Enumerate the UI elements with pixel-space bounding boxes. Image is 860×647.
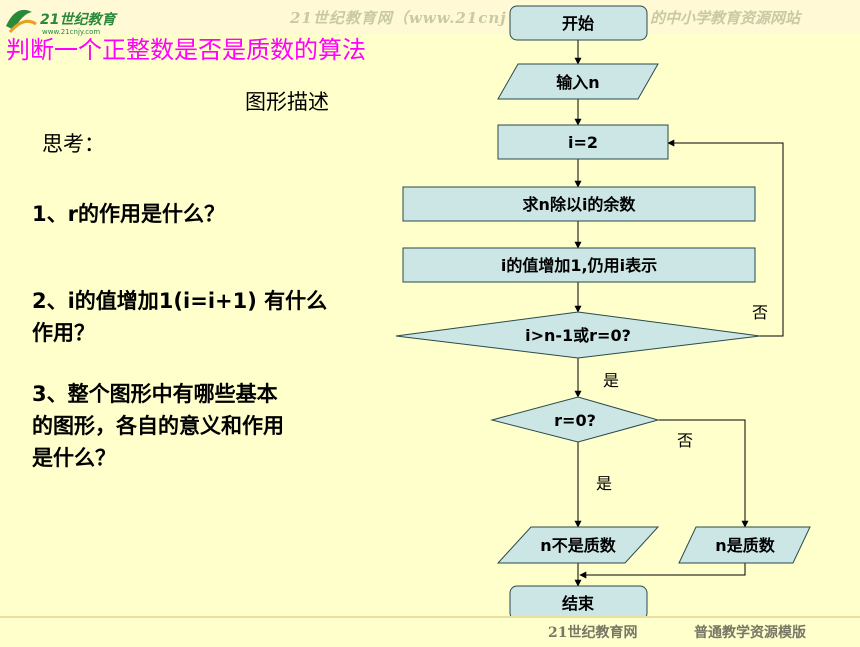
cond2-node [490, 396, 660, 443]
logo-text: 21世纪教育 [40, 11, 118, 28]
end-label: 结束 [561, 594, 595, 613]
prime-node [678, 526, 811, 564]
increment-node [402, 247, 756, 283]
prime-label: n是质数 [715, 536, 775, 555]
not-prime-node [496, 526, 660, 564]
connectors [574, 40, 784, 587]
question-3: 3、整个图形中有哪些基本的图形，各自的意义和作用是什么？ [32, 382, 284, 470]
branch-no-label-1: 否 [752, 303, 768, 322]
remainder-label: 求n除以i的余数 [523, 195, 637, 214]
header-site-text-right: 的中小学教育资源网站 [650, 9, 801, 27]
subtitle: 图形描述 [245, 90, 329, 114]
arrow-cond1-no-loop [667, 139, 784, 337]
header-bar [0, 0, 860, 34]
arrow-prime-end [579, 563, 746, 579]
input-node [497, 63, 659, 100]
input-label: 输入n [556, 73, 599, 92]
think-label: 思考： [42, 132, 105, 156]
cond1-node [395, 311, 761, 359]
increment-label: i的值增加1,仍用i表示 [501, 256, 657, 275]
cond1-label: i>n-1或r=0? [525, 326, 631, 345]
init-node [497, 124, 669, 160]
question-1: 1、r的作用是什么？ [32, 202, 225, 226]
branch-yes-label-2: 是 [596, 474, 612, 493]
init-label: i=2 [568, 133, 598, 152]
question-2: 2、i的值增加1(i=i+1) 有什么作用？ [32, 289, 328, 345]
header-site-text: 21世纪教育网（www.21cnj [290, 9, 507, 27]
logo-icon: 21世纪教育 www.21cnjy.com [6, 9, 118, 36]
arrow-cond2-no [658, 419, 749, 528]
footer-right: 普通教学资源模版 [694, 625, 806, 641]
slide-title: 判断一个正整数是否是质数的算法 [6, 36, 366, 64]
footer-bar [0, 616, 860, 647]
footer-left: 21世纪教育网 [548, 625, 638, 641]
remainder-node [402, 186, 756, 222]
cond2-label: r=0? [554, 411, 596, 430]
start-node [509, 5, 648, 41]
branch-no-label-2: 否 [677, 431, 693, 450]
not-prime-label: n不是质数 [540, 536, 616, 555]
branch-yes-label-1: 是 [603, 371, 619, 390]
logo-url: www.21cnjy.com [42, 28, 100, 36]
start-label: 开始 [562, 14, 594, 33]
